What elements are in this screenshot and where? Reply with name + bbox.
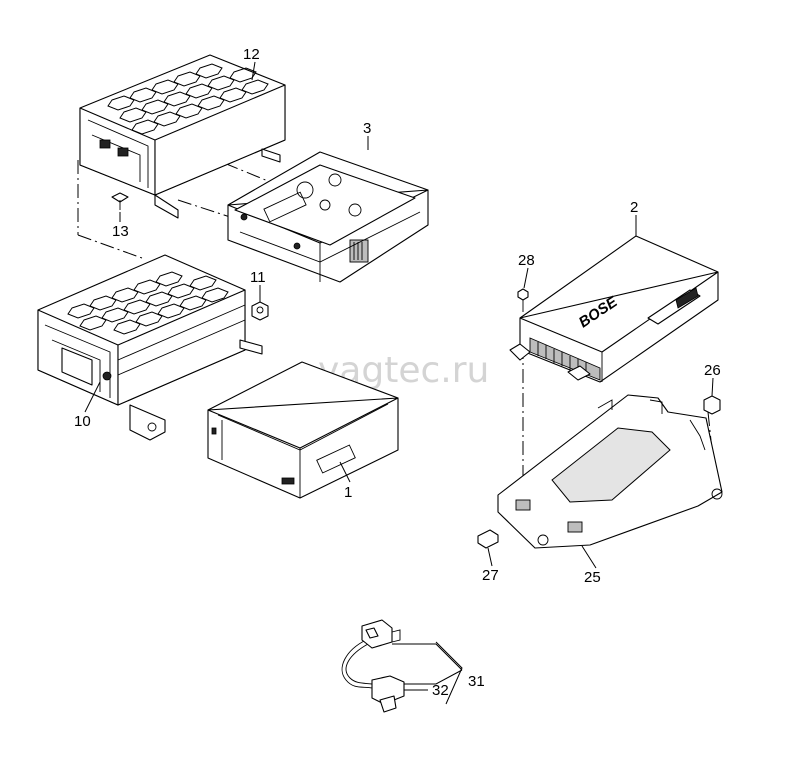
screw-part-28	[517, 288, 529, 312]
clip-part-27	[477, 529, 499, 549]
nut-part-11	[251, 301, 269, 321]
callout-27: 27	[482, 567, 499, 584]
callout-3: 3	[363, 120, 371, 137]
screw-part-13	[111, 192, 129, 210]
callout-11: 11	[250, 269, 266, 286]
callout-32: 32	[432, 682, 449, 699]
lower-unit-part-1	[207, 361, 399, 499]
leader-lines	[84, 61, 714, 705]
callout-26: 26	[704, 362, 721, 379]
callout-13: 13	[112, 223, 129, 240]
connector-part-32	[371, 675, 405, 713]
callout-12: 12	[243, 46, 260, 63]
callout-10: 10	[74, 413, 91, 430]
callout-1: 1	[344, 484, 352, 501]
callout-labels: 12 3 13 11 10 1 2 28 26 27 25 32 31	[74, 46, 721, 699]
wiring-harness-part-31	[341, 619, 401, 689]
callout-28: 28	[518, 252, 535, 269]
lower-cage-part-10	[37, 254, 263, 441]
callout-25: 25	[584, 569, 601, 586]
upper-unit-part-3	[227, 151, 429, 283]
upper-cage-part-12	[79, 54, 286, 219]
callout-31: 31	[468, 673, 485, 690]
nut-part-26	[703, 395, 721, 415]
callout-2: 2	[630, 199, 638, 216]
amplifier-part-2: BOSE	[509, 235, 719, 383]
tray-part-25	[497, 394, 723, 549]
